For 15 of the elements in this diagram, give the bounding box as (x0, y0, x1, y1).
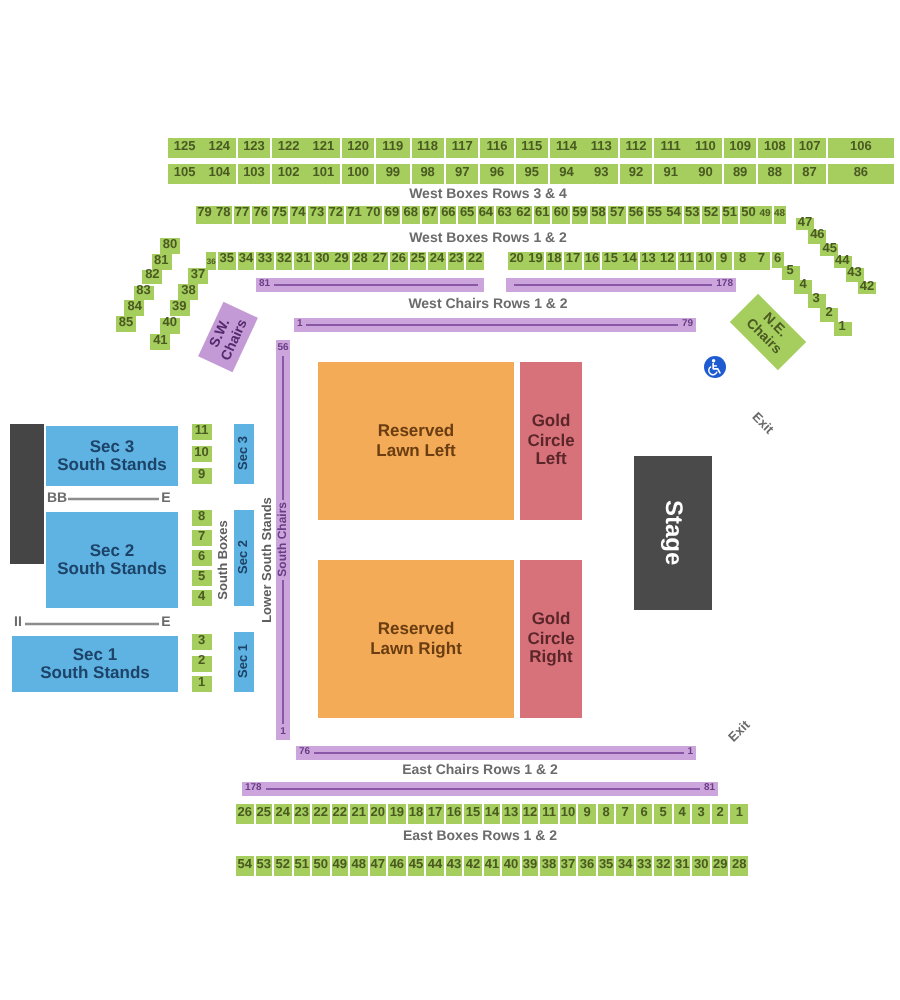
chair-row-bar (276, 340, 290, 740)
seating-section: Sec 1 South Stands (12, 636, 178, 692)
lawn-section: Reserved Lawn Left (318, 362, 514, 520)
stage: Stage (634, 456, 712, 610)
chair-row-bar (506, 278, 736, 291)
premium-seating-section: Gold Circle Left (520, 362, 582, 520)
chair-row-bar (256, 278, 484, 291)
seating-section: Sec 2 South Stands (46, 512, 178, 608)
premium-seating-section: Gold Circle Right (520, 560, 582, 718)
seating-section: Sec 3 South Stands (46, 426, 178, 486)
structure-block (10, 424, 44, 564)
lawn-section: Reserved Lawn Right (318, 560, 514, 718)
chair-row-bar (296, 746, 696, 759)
chair-row-bar (294, 318, 696, 331)
chair-row-bar (242, 782, 718, 795)
